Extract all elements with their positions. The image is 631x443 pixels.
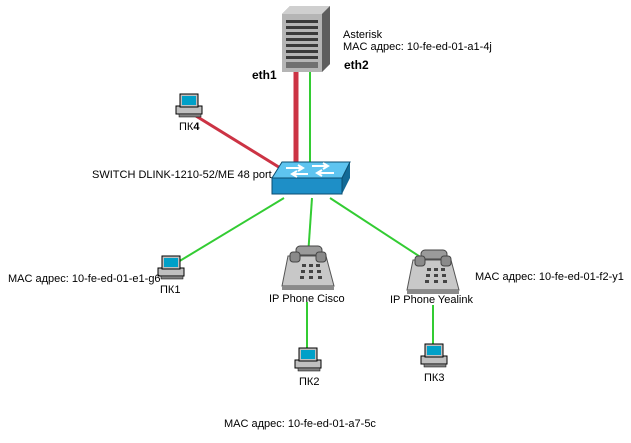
server-name-label: Asterisk — [343, 29, 383, 41]
phone-yealink-mac-label: MAC адрес: 10-fe-ed-01-f2-y1 — [475, 271, 624, 283]
pc2-label: ПК2 — [299, 376, 320, 388]
pc4-label-prefix: ПК — [179, 121, 194, 133]
bottom-mac-label: MAC адрес: 10-fe-ed-01-a7-5c — [224, 418, 376, 430]
link-pc4-switch — [195, 114, 291, 176]
eth1-label: eth1 — [252, 68, 277, 82]
pc3-label: ПК3 — [424, 372, 445, 384]
pc4-label-number: 4 — [193, 121, 200, 133]
link-switch-phone-yealink — [329, 197, 426, 261]
pc1-label: ПК1 — [160, 284, 181, 296]
switch-icon — [271, 161, 351, 195]
pc4-icon — [175, 93, 203, 118]
phone-cisco-icon — [281, 245, 335, 290]
pc4-label: ПК4 — [179, 121, 199, 133]
pc1-mac-label: MAC адрес: 10-fe-ed-01-e1-g6 — [8, 273, 161, 285]
phone-yealink-icon — [406, 249, 460, 294]
pc3-icon — [420, 343, 448, 368]
phone-cisco-label: IP Phone Cisco — [269, 293, 345, 305]
phone-yealink-label: IP Phone Yealink — [390, 294, 473, 306]
eth2-label: eth2 — [344, 58, 369, 72]
pc1-icon — [157, 255, 185, 280]
switch-label: SWITCH DLINK-1210-52/ME 48 port — [92, 169, 272, 181]
links — [177, 66, 434, 350]
server-mac-label: MAC адрес: 10-fe-ed-01-a1-4j — [343, 41, 492, 53]
server-icon — [282, 6, 330, 72]
pc2-icon — [294, 347, 322, 372]
link-switch-pc1 — [177, 197, 285, 263]
